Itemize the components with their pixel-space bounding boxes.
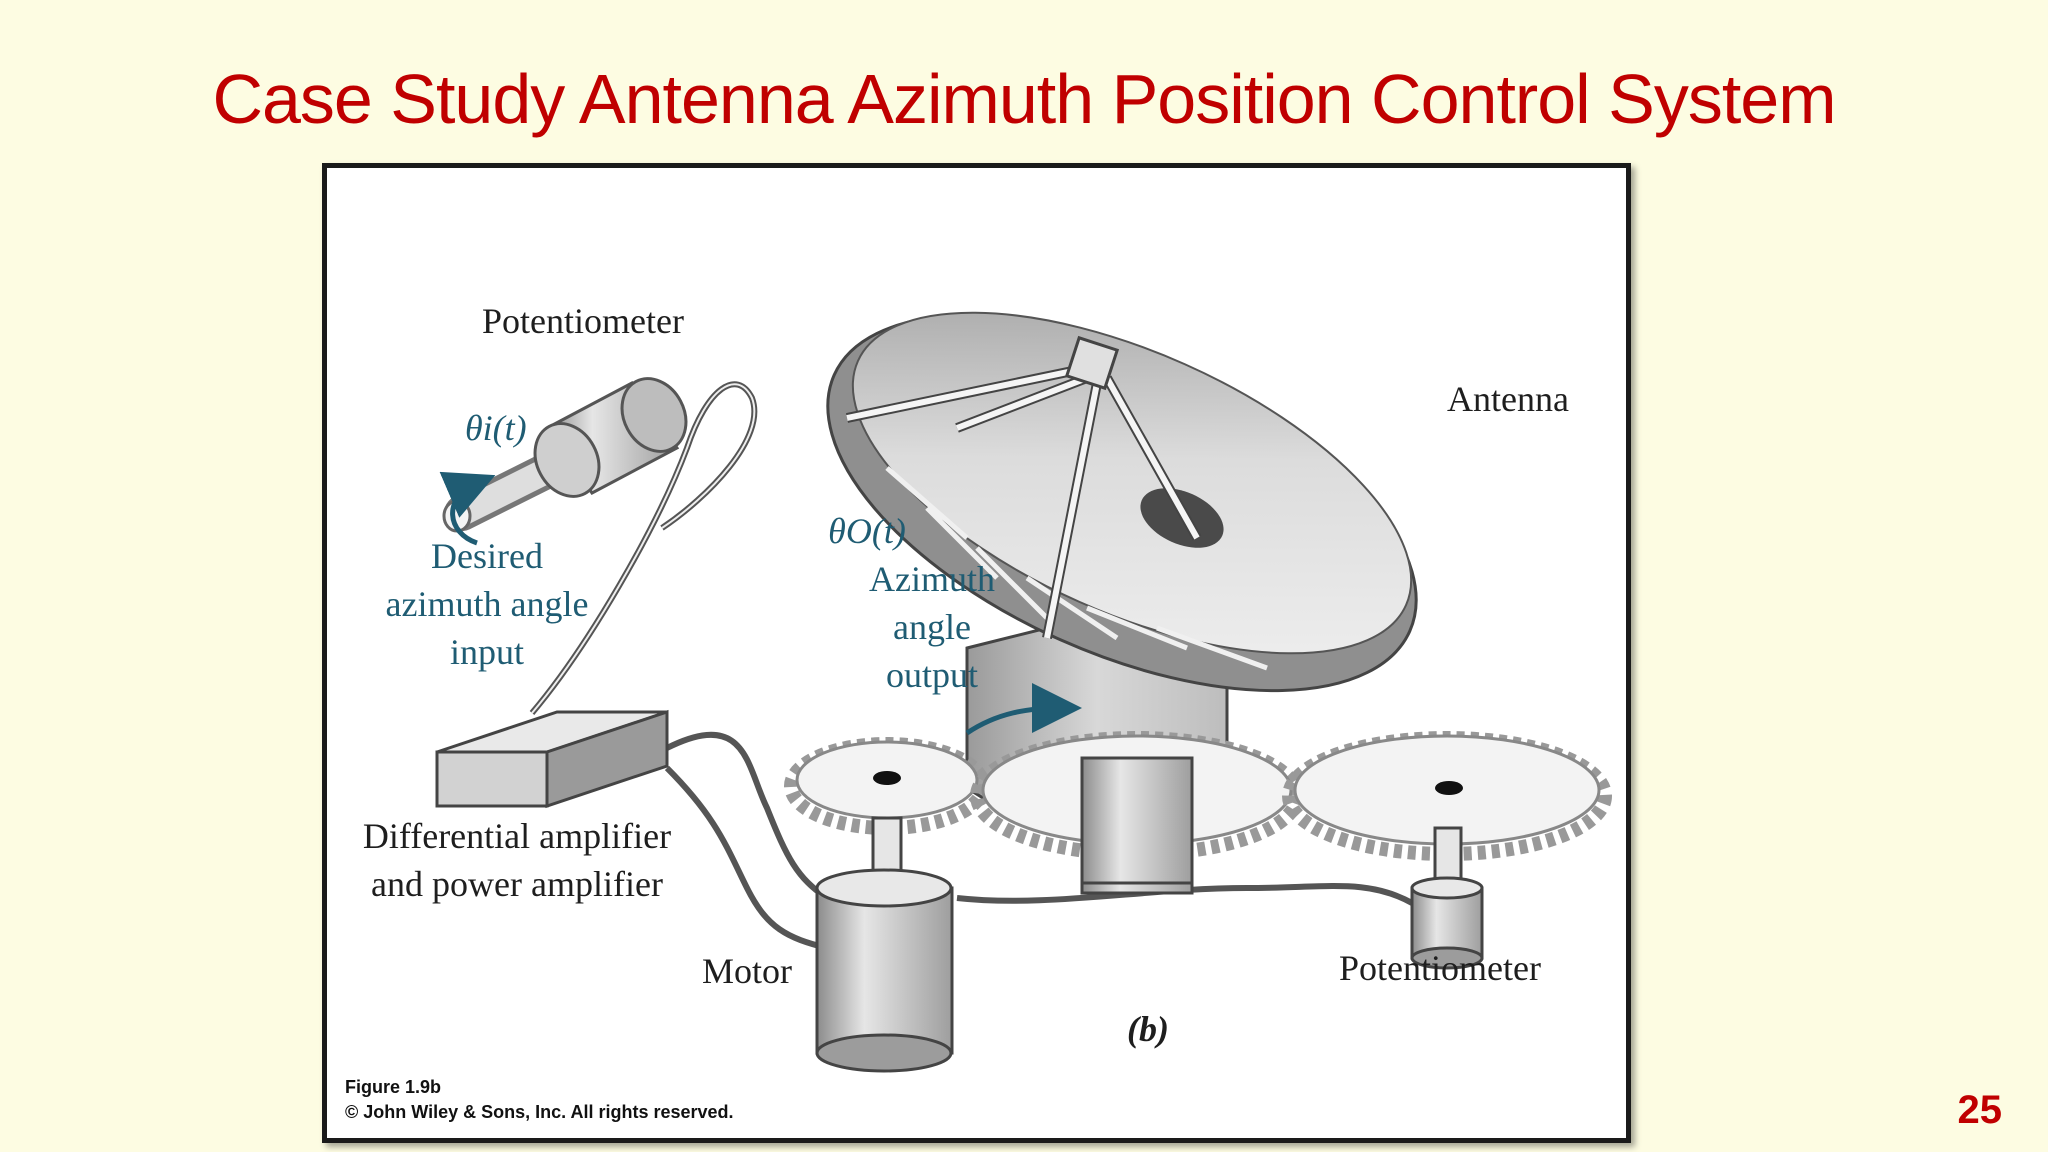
rotation-arrow-icon: [439, 471, 496, 546]
cable-amp-motor-a: [665, 731, 829, 901]
label-theta-o: θO(t): [828, 511, 906, 551]
label-desired-3: input: [450, 632, 524, 672]
cable-motor-pot: [956, 883, 1414, 906]
label-motor: Motor: [702, 951, 792, 991]
label-potentiometer-bottom: Potentiometer: [1339, 948, 1541, 988]
amplifier-box: [435, 709, 669, 809]
label-potentiometer-top: Potentiometer: [482, 301, 684, 341]
antenna-dish: [826, 311, 1418, 693]
label-desired-2: azimuth angle: [386, 584, 589, 624]
cable-input-pot-inner: [531, 383, 756, 714]
label-azimuth-3: output: [886, 655, 978, 695]
caption-copyright: © John Wiley & Sons, Inc. All rights res…: [345, 1102, 734, 1122]
caption-figure: Figure 1.9b: [345, 1077, 441, 1097]
azimuth-arrow-icon: [965, 683, 1082, 736]
label-amplifier-1: Differential amplifier: [363, 816, 671, 856]
sensor-gear: [1282, 731, 1612, 861]
output-potentiometer: [1410, 876, 1484, 970]
figure-frame: Potentiometer θi(t) Desired azimuth angl…: [322, 163, 1631, 1143]
label-azimuth-1: Azimuth: [869, 559, 995, 599]
motor: [815, 868, 954, 1073]
label-desired-1: Desired: [431, 536, 543, 576]
label-antenna: Antenna: [1447, 379, 1569, 419]
label-azimuth-2: angle: [893, 607, 971, 647]
small-gear: [784, 737, 990, 835]
cable-amp-motor-b: [664, 765, 828, 951]
antenna-system-diagram: Potentiometer θi(t) Desired azimuth angl…: [345, 301, 1612, 1122]
page-number: 25: [1957, 1088, 2003, 1132]
label-panel-letter: (b): [1127, 1009, 1169, 1049]
label-theta-i: θi(t): [465, 408, 527, 448]
label-amplifier-2: and power amplifier: [371, 864, 663, 904]
slide-title: Case Study Antenna Azimuth Position Cont…: [212, 60, 1836, 138]
